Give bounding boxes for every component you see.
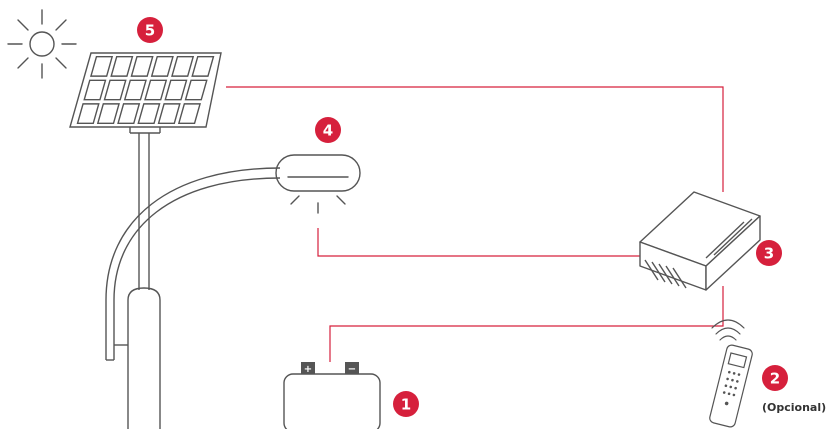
pole <box>105 133 281 429</box>
charge-controller-icon <box>639 191 761 291</box>
remote-control-icon <box>709 319 753 428</box>
solar-cell <box>130 56 154 77</box>
solar-cell <box>191 56 215 77</box>
solar-cell <box>110 56 134 77</box>
solar-panel-icon <box>69 52 222 134</box>
solar-cell <box>96 103 120 125</box>
optional-note: (Opcional) <box>762 401 826 414</box>
solar-cell <box>171 56 195 77</box>
solar-cell <box>164 79 188 101</box>
badge-3: 3 <box>756 240 782 266</box>
wiring <box>226 86 724 362</box>
lamp-to-controller-wire <box>317 228 641 257</box>
badge-2: 2 <box>762 365 788 391</box>
solar-cell <box>137 103 161 125</box>
solar-cell <box>123 79 147 101</box>
controller-to-battery-wire <box>329 286 724 362</box>
svg-text:5: 5 <box>145 22 155 40</box>
badge-1: 1 <box>393 391 419 417</box>
svg-text:2: 2 <box>770 370 780 388</box>
solar-cell <box>157 103 181 125</box>
solar-cell <box>144 79 168 101</box>
badge-5: 5 <box>137 17 163 43</box>
street-lamp-icon <box>275 154 361 214</box>
solar-cell <box>150 56 174 77</box>
battery-positive-terminal: + <box>304 364 312 375</box>
svg-text:3: 3 <box>764 245 774 263</box>
battery-negative-terminal: − <box>348 364 356 375</box>
solar-cell <box>117 103 141 125</box>
solar-cell <box>184 79 208 101</box>
badge-4: 4 <box>315 117 341 143</box>
svg-text:4: 4 <box>323 122 333 140</box>
solar-cell <box>103 79 127 101</box>
svg-text:1: 1 <box>401 396 411 414</box>
solar-cell <box>83 79 107 101</box>
battery-icon: + − <box>283 362 381 433</box>
solar-cell <box>76 103 100 125</box>
solar-cell <box>177 103 201 125</box>
solar-cell <box>90 56 114 77</box>
sun-icon <box>7 9 77 79</box>
panel-to-controller-wire <box>226 86 724 192</box>
